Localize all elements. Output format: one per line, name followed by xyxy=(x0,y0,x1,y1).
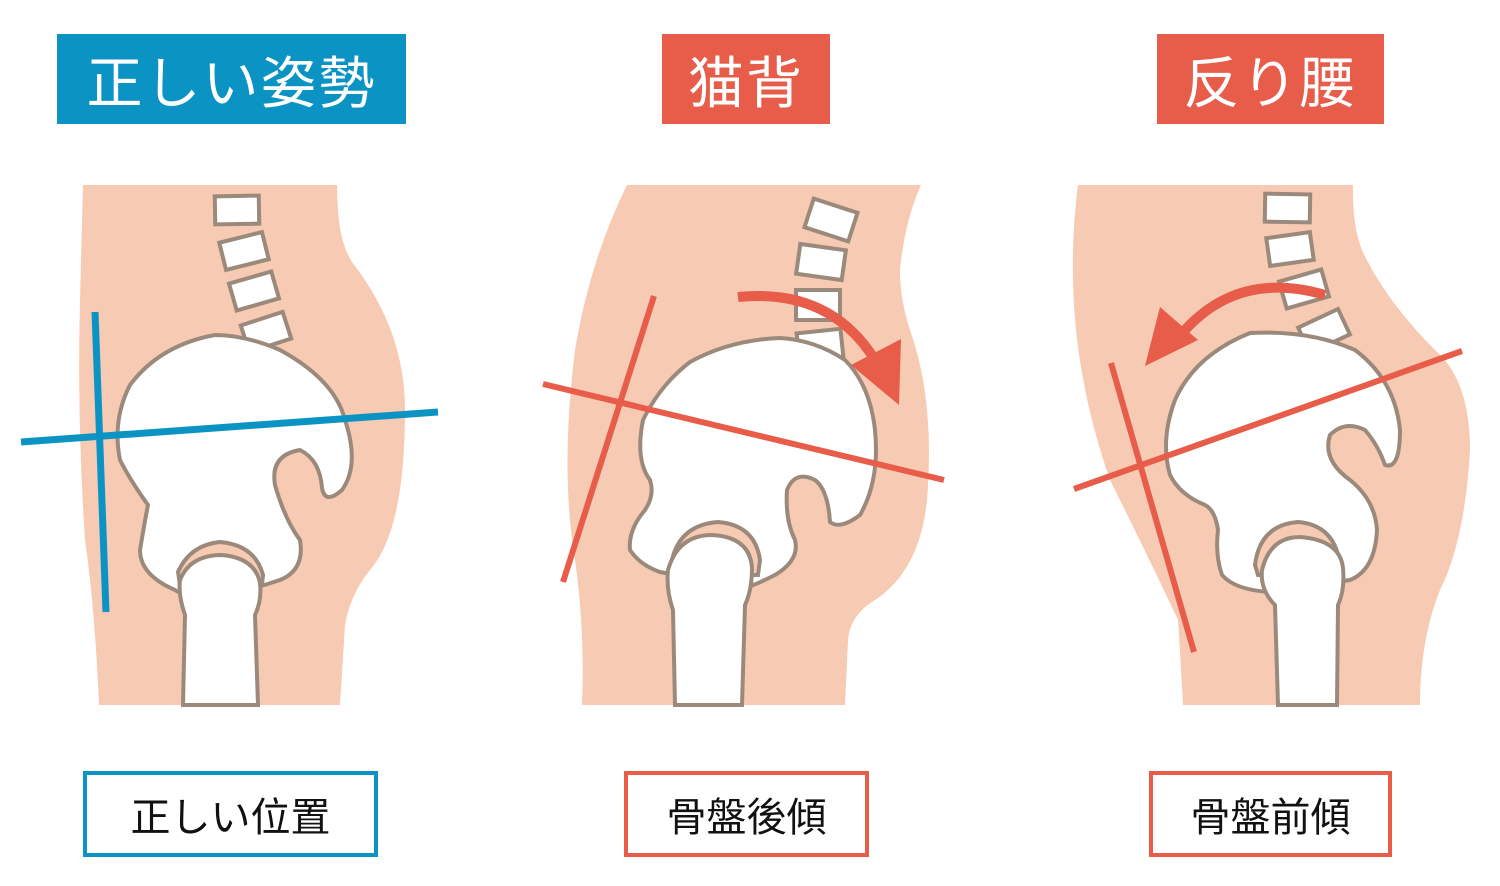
femur xyxy=(177,552,263,707)
label-posterior-pelvic-tilt: 骨盤後傾 xyxy=(624,771,869,857)
pelvic-tilt-line xyxy=(1072,348,1464,492)
title-correct-posture: 正しい姿勢 xyxy=(57,34,406,124)
pelvic-tilt-line xyxy=(20,408,439,446)
figure-posterior-tilt xyxy=(542,185,945,707)
label-correct-position: 正しい位置 xyxy=(83,771,378,857)
arrowhead xyxy=(851,339,901,405)
vertebra xyxy=(216,229,272,273)
arrowhead xyxy=(1145,307,1198,366)
vertical-reference-line xyxy=(560,295,657,583)
counterclockwise-arrow xyxy=(1181,282,1327,334)
title-hunchback: 猫背 xyxy=(662,34,830,124)
figure-correct-pelvis xyxy=(20,185,439,707)
vertical-reference-line xyxy=(91,311,110,613)
femur xyxy=(1259,534,1346,707)
vertical-reference-line xyxy=(1108,362,1197,653)
femur xyxy=(665,532,755,707)
vertebra xyxy=(212,193,262,227)
figure-anterior-tilt xyxy=(1072,185,1470,707)
vertebra xyxy=(226,269,282,313)
vertebra xyxy=(1264,229,1316,269)
vertebra xyxy=(793,241,849,283)
pelvis-bone xyxy=(115,332,354,599)
clockwise-arrow xyxy=(737,291,880,363)
label-anterior-pelvic-tilt: 骨盤前傾 xyxy=(1149,771,1392,857)
title-swayback: 反り腰 xyxy=(1157,34,1384,124)
vertebra xyxy=(801,196,861,244)
pelvis-bone xyxy=(1164,330,1403,595)
pelvic-tilt-line xyxy=(542,381,945,483)
vertebra xyxy=(1262,191,1313,225)
